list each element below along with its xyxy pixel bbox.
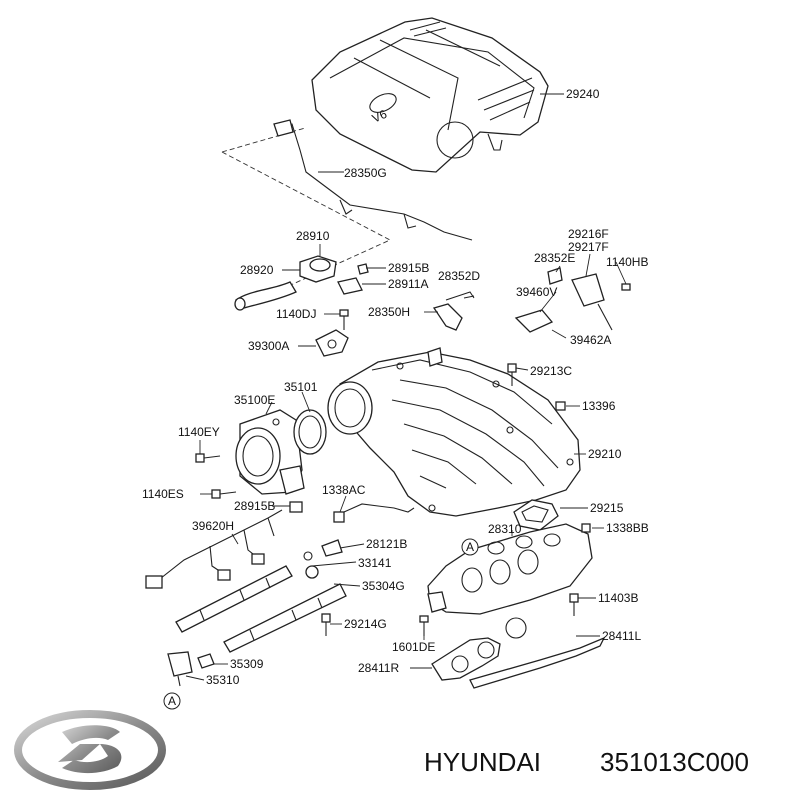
gasket-28411l — [469, 617, 606, 689]
callout-29217f: 29217F — [568, 240, 609, 254]
callout-28920: 28920 — [240, 263, 274, 277]
callout-39460v: 39460V — [516, 285, 557, 299]
hose-28352d — [445, 291, 475, 301]
callout-35310: 35310 — [206, 673, 240, 687]
callout-29214g: 29214G — [344, 617, 387, 631]
callout-1338ac: 1338AC — [322, 483, 366, 497]
callout-39620h: 39620H — [192, 519, 234, 533]
callout-1601de: 1601DE — [392, 640, 435, 654]
callout-35100e: 35100E — [234, 393, 275, 407]
injector-35310 — [167, 651, 193, 687]
callout-28121b: 28121B — [366, 537, 407, 551]
bolt-29214g — [321, 613, 331, 636]
stud-1601de — [419, 615, 429, 636]
callout-28411l: 28411L — [602, 629, 641, 643]
fitting-28121b — [303, 539, 343, 561]
engine-cover: V6 — [311, 17, 549, 173]
gasket-28411r — [431, 637, 501, 681]
callout-35304g: 35304G — [362, 579, 405, 593]
bolt-1140es — [211, 489, 237, 499]
callout-29216f: 29216F — [568, 227, 609, 241]
callout-1140dj: 1140DJ — [276, 307, 316, 321]
callout-1140hb: 1140HB — [606, 255, 648, 269]
brand-name: HYUNDAI — [424, 747, 541, 777]
callout-28350h: 28350H — [368, 305, 410, 319]
bolt-1338bb — [581, 523, 591, 533]
svg-text:A: A — [466, 540, 474, 554]
callout-1338bb: 1338BB — [606, 521, 649, 535]
leader-lines — [185, 93, 627, 681]
callout-29210: 29210 — [588, 447, 622, 461]
bolt-13396 — [555, 401, 566, 411]
bolt-1140dj — [339, 309, 349, 330]
callout-labels: 29240 28350G 28910 28920 28915B 28911A 2… — [142, 87, 649, 687]
callout-28910: 28910 — [296, 229, 330, 243]
hyundai-logo — [14, 710, 166, 790]
sensor-39300a — [315, 329, 349, 357]
intake-manifold — [327, 347, 581, 517]
solenoid-valve — [514, 267, 631, 333]
callout-28352d: 28352D — [438, 269, 480, 283]
callout-28411r: 28411R — [358, 661, 399, 675]
cover-emblem-text: V6 — [370, 107, 390, 126]
bracket-28911a — [337, 263, 369, 295]
pcv-valve — [234, 255, 337, 311]
throttle-body — [235, 409, 305, 495]
callout-35101: 35101 — [284, 380, 318, 394]
callout-29240: 29240 — [566, 87, 600, 101]
reference-line — [221, 151, 392, 299]
callout-28911a: 28911A — [388, 277, 428, 291]
callout-11403b: 11403B — [598, 591, 638, 605]
callout-39462a: 39462A — [570, 333, 611, 347]
callout-1140es: 1140ES — [142, 487, 184, 501]
callout-29215: 29215 — [590, 501, 624, 515]
callout-1140ey: 1140EY — [178, 425, 220, 439]
callout-28915b-top: 28915B — [388, 261, 429, 275]
bolt-28915b — [289, 501, 303, 513]
gasket-35101 — [293, 409, 327, 455]
callout-39300a: 39300A — [248, 339, 289, 353]
bolt-1140ey — [195, 453, 221, 463]
callout-28352e: 28352E — [534, 251, 575, 265]
clip-35309 — [197, 653, 215, 669]
fuel-rail — [175, 565, 347, 653]
gasket-29215 — [513, 499, 559, 531]
lower-intake-28310 — [427, 523, 593, 615]
wire-harness-39620h — [145, 509, 283, 589]
svg-text:A: A — [168, 694, 176, 708]
ref-marker-a-bottom: A — [163, 692, 181, 710]
callout-28310: 28310 — [488, 522, 522, 536]
callout-13396: 13396 — [582, 399, 616, 413]
ref-marker-a-top: A — [461, 538, 479, 556]
callout-35309: 35309 — [230, 657, 264, 671]
callout-29213c: 29213C — [530, 364, 572, 378]
breather-hose — [273, 119, 473, 241]
part-number: 351013C000 — [600, 747, 749, 777]
bolt-11403b — [569, 593, 579, 616]
hose-28350h — [432, 303, 463, 331]
callout-33141: 33141 — [358, 556, 392, 570]
sensor-1338ac — [333, 503, 415, 523]
callout-28915b-mid: 28915B — [234, 499, 275, 513]
callout-28350g: 28350G — [344, 166, 387, 180]
